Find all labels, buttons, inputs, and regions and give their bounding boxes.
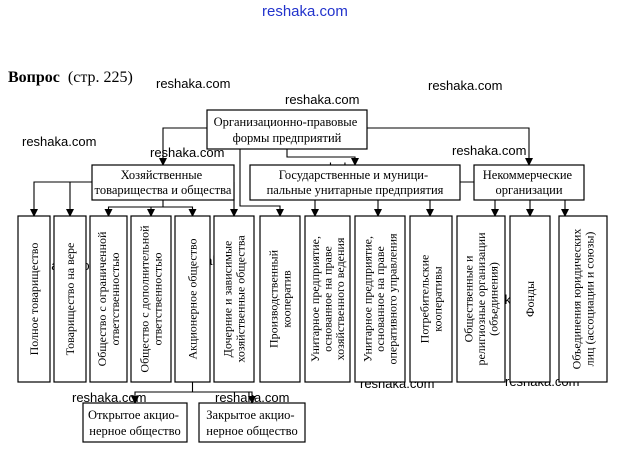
- leaf-node: Унитарное предприятие,основанное на прав…: [304, 215, 351, 383]
- group-node: Хозяйственные товарищества и общества: [91, 164, 235, 201]
- leaf-node: Унитарное предприятие,основанное на прав…: [354, 215, 406, 383]
- leaf-node-label: Полное товарищество: [27, 243, 41, 356]
- leaf-node-label: Акционерное общество: [186, 238, 200, 359]
- leaf-node: Общественные ирелигиозные организации(об…: [456, 215, 506, 383]
- leaf-node-label: Товарищество на вере: [63, 243, 77, 356]
- sub-node-label: Открытое акцио- нерное общество: [88, 408, 182, 438]
- leaf-node: Полное товарищество: [17, 215, 51, 383]
- question-heading: Вопрос (стр. 225): [8, 69, 133, 86]
- group-node-label: Хозяйственные товарищества и общества: [95, 168, 232, 197]
- watermark: reshaka.com: [150, 145, 224, 160]
- sub-node: Открытое акцио- нерное общество: [82, 402, 188, 443]
- leaf-node: Товарищество на вере: [53, 215, 87, 383]
- leaf-node: Потребительскиекооперативы: [409, 215, 453, 383]
- watermark: reshaka.com: [156, 76, 230, 91]
- group-node-label: Некоммерческие организации: [483, 168, 575, 197]
- leaf-node-label: Объединения юридическихлиц (ассоциации и…: [570, 229, 597, 370]
- watermark: reshaka.com: [22, 134, 96, 149]
- leaf-node: Акционерное общество: [174, 215, 211, 383]
- root-node: Организационно-правовые формы предприяти…: [206, 109, 368, 150]
- group-node-label: Государственные и муници- пальные унитар…: [267, 168, 444, 197]
- leaf-node-label: Фонды: [523, 281, 537, 317]
- group-node: Некоммерческие организации: [473, 164, 585, 201]
- leaf-nodes: Полное товарищество Товарищество на вере О…: [17, 215, 608, 383]
- group-node: Государственные и муници- пальные унитар…: [249, 164, 461, 201]
- leaf-node-label: Общество с дополнительнойответственность…: [138, 225, 165, 373]
- watermark: reshaka.com: [285, 92, 359, 107]
- question-label: Вопрос: [8, 69, 60, 86]
- leaf-node-label: Производственныйкооператив: [267, 249, 294, 348]
- watermark: reshaka.com: [262, 3, 348, 20]
- leaf-node-label: Дочерние и зависимыехозяйственные общест…: [221, 235, 248, 363]
- watermark: reshaka.com: [452, 143, 526, 158]
- watermark: reshaka.com: [428, 78, 502, 93]
- leaf-node: Общество с ограниченнойответственностью: [89, 215, 128, 383]
- leaf-node-label: Потребительскиекооперативы: [418, 255, 445, 344]
- leaf-node: Дочерние и зависимыехозяйственные общест…: [213, 215, 255, 383]
- root-node-label: Организационно-правовые формы предприяти…: [214, 115, 361, 145]
- leaf-node: Общество с дополнительнойответственность…: [130, 215, 172, 383]
- leaf-node-label: Унитарное предприятие,основанное на прав…: [361, 233, 400, 365]
- question-page-ref: (стр. 225): [68, 69, 133, 86]
- leaf-node-label: Общественные ирелигиозные организации(об…: [462, 232, 501, 366]
- leaf-node-label: Унитарное предприятие,основанное на прав…: [308, 236, 347, 362]
- watermark: reshaka.com: [72, 390, 146, 405]
- leaf-node: Производственныйкооператив: [259, 215, 301, 383]
- sub-node-label: Закрытое акцио- нерное общество: [206, 408, 297, 438]
- leaf-node: Объединения юридическихлиц (ассоциации и…: [558, 215, 608, 383]
- leaf-node-label: Общество с ограниченнойответственностью: [95, 231, 122, 366]
- leaf-node: Фонды: [509, 215, 551, 383]
- sub-node: Закрытое акцио- нерное общество: [198, 402, 306, 443]
